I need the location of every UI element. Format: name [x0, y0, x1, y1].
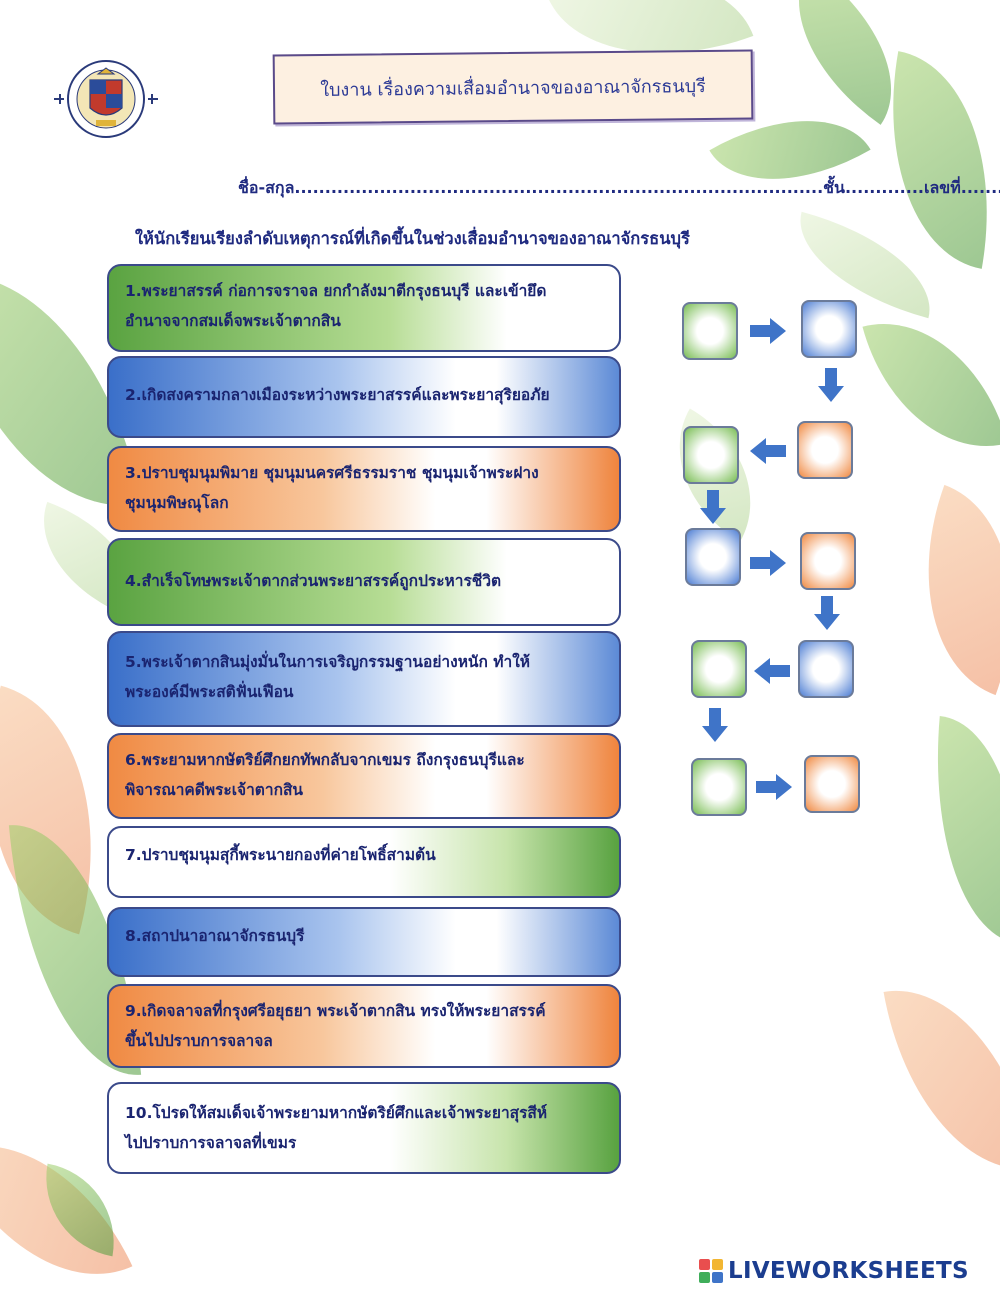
- liveworksheets-brand: LIVEWORKSHEETS: [698, 1254, 969, 1288]
- student-info-line[interactable]: ชื่อ-สกุล...............................…: [238, 178, 1000, 197]
- arrow-down-icon: [814, 596, 840, 630]
- event-item-2[interactable]: 2.เกิดสงครามกลางเมืองระหว่างพระยาสรรค์แล…: [107, 356, 621, 438]
- event-7-line1: 7.ปราบชุมนุมสุกี้พระนายกองที่ค่ายโพธิ์สา…: [125, 846, 436, 864]
- event-9-line2: ขึ้นไปปราบการจลาจล: [125, 1032, 273, 1050]
- event-9-line1: 9.เกิดจลาจลที่กรุงศรีอยุธยา พระเจ้าตากสิ…: [125, 1002, 546, 1020]
- arrow-down-icon: [700, 490, 726, 524]
- arrow-down-icon: [702, 708, 728, 742]
- event-item-7[interactable]: 7.ปราบชุมนุมสุกี้พระนายกองที่ค่ายโพธิ์สา…: [107, 826, 621, 898]
- event-3-line2: ชุมนุมพิษณุโลก: [125, 494, 229, 512]
- event-item-5[interactable]: 5.พระเจ้าตากสินมุ่งมั่นในการเจริญกรรมฐาน…: [107, 631, 621, 727]
- event-item-3[interactable]: 3.ปราบชุมนุมพิมาย ชุมนุมนครศรีธรรมราช ชุ…: [107, 446, 621, 532]
- school-seal-icon: [54, 60, 158, 138]
- arrow-left-icon: [754, 658, 790, 684]
- instruction-text: ให้นักเรียนเรียงลำดับเหตุการณ์ที่เกิดขึ้…: [135, 229, 690, 248]
- event-8-line1: 8.สถาปนาอาณาจักรธนบุรี: [125, 927, 305, 945]
- brand-text: LIVEWORKSHEETS: [728, 1258, 969, 1284]
- event-6-line2: พิจารณาคดีพระเจ้าตากสิน: [125, 781, 304, 799]
- arrow-right-icon: [756, 774, 792, 800]
- event-10-line1: 10.โปรดให้สมเด็จเจ้าพระยามหากษัตริย์ศึกแ…: [125, 1104, 548, 1122]
- event-item-4[interactable]: 4.สำเร็จโทษพระเจ้าตากส่วนพระยาสรรค์ถูกปร…: [107, 538, 621, 626]
- event-6-line1: 6.พระยามหากษัตริย์ศึกยกทัพกลับจากเขมร ถึ…: [125, 751, 525, 769]
- event-1-line1: 1.พระยาสรรค์ ก่อการจราจล ยกกำลังมาตีกรุง…: [125, 282, 547, 300]
- event-3-line1: 3.ปราบชุมนุมพิมาย ชุมนุมนครศรีธรรมราช ชุ…: [125, 464, 539, 482]
- event-item-9[interactable]: 9.เกิดจลาจลที่กรุงศรีอยุธยา พระเจ้าตากสิ…: [107, 984, 621, 1068]
- school-logo: [46, 58, 166, 140]
- event-4-line1: 4.สำเร็จโทษพระเจ้าตากส่วนพระยาสรรค์ถูกปร…: [125, 572, 502, 590]
- event-2-line1: 2.เกิดสงครามกลางเมืองระหว่างพระยาสรรค์แล…: [125, 386, 550, 404]
- answer-box-1[interactable]: [682, 302, 738, 360]
- event-5-line1: 5.พระเจ้าตากสินมุ่งมั่นในการเจริญกรรมฐาน…: [125, 653, 530, 671]
- liveworksheets-logo-icon: [699, 1259, 723, 1283]
- answer-box-9[interactable]: [691, 758, 747, 816]
- event-1-line2: อำนาจจากสมเด็จพระเจ้าตากสิน: [125, 312, 341, 330]
- event-item-8[interactable]: 8.สถาปนาอาณาจักรธนบุรี: [107, 907, 621, 977]
- answer-box-3[interactable]: [797, 421, 853, 479]
- event-5-line2: พระองค์มีพระสติฟั่นเฟือน: [125, 683, 294, 701]
- answer-box-8[interactable]: [691, 640, 747, 698]
- arrow-down-icon: [818, 368, 844, 402]
- event-item-1[interactable]: 1.พระยาสรรค์ ก่อการจราจล ยกกำลังมาตีกรุง…: [107, 264, 621, 352]
- worksheet-title: ใบงาน เรื่องความเสื่อมอำนาจของอาณาจักรธน…: [320, 75, 706, 101]
- worksheet-title-box: ใบงาน เรื่องความเสื่อมอำนาจของอาณาจักรธน…: [272, 49, 754, 125]
- event-10-line2: ไปปราบการจลาจลที่เขมร: [125, 1134, 297, 1152]
- answer-box-6[interactable]: [800, 532, 856, 590]
- answer-box-10[interactable]: [804, 755, 860, 813]
- answer-box-7[interactable]: [798, 640, 854, 698]
- event-item-6[interactable]: 6.พระยามหากษัตริย์ศึกยกทัพกลับจากเขมร ถึ…: [107, 733, 621, 819]
- answer-box-5[interactable]: [685, 528, 741, 586]
- arrow-right-icon: [750, 318, 786, 344]
- arrow-left-icon: [750, 438, 786, 464]
- event-item-10[interactable]: 10.โปรดให้สมเด็จเจ้าพระยามหากษัตริย์ศึกแ…: [107, 1082, 621, 1174]
- answer-box-4[interactable]: [683, 426, 739, 484]
- answer-box-2[interactable]: [801, 300, 857, 358]
- arrow-right-icon: [750, 550, 786, 576]
